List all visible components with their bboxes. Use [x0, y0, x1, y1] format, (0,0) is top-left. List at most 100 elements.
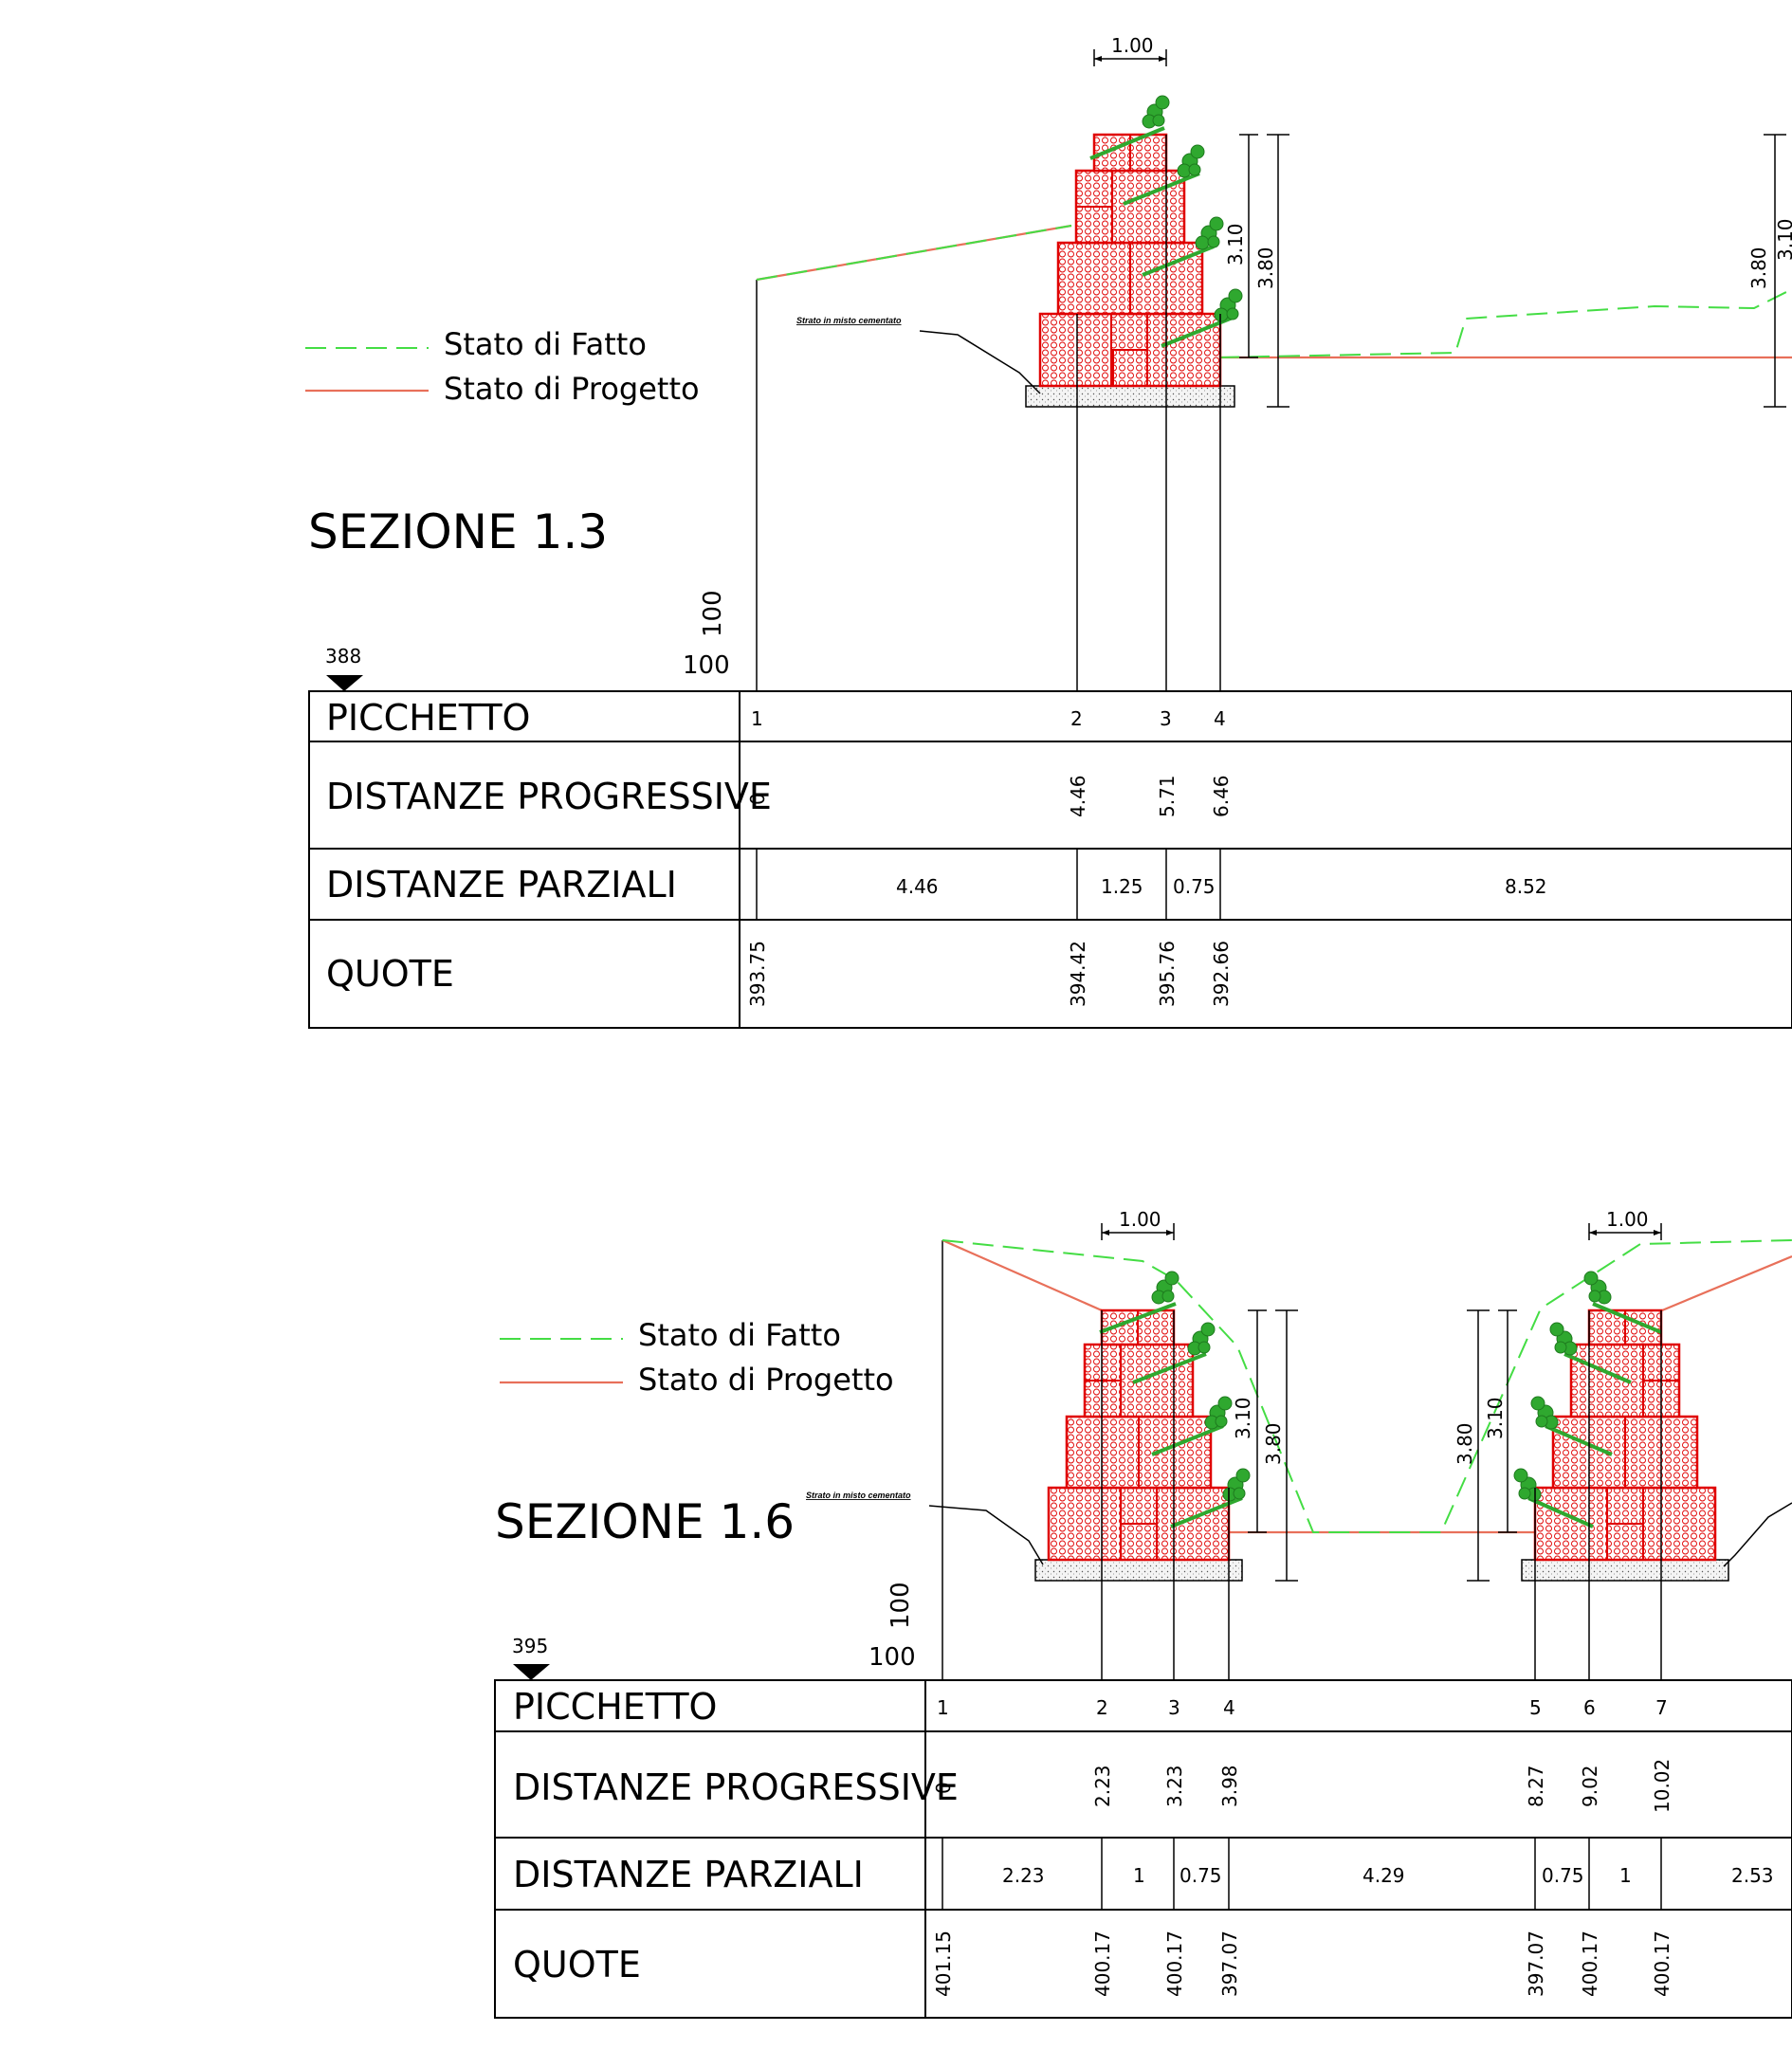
- parziale-value: 0.75: [1173, 875, 1216, 898]
- svg-text:3.80: 3.80: [1262, 1422, 1285, 1465]
- row-label-parziali: DISTANZE PARZIALI: [513, 1854, 864, 1895]
- picchetto-value: 1: [937, 1696, 949, 1719]
- progetto-profile-right: [1661, 1254, 1792, 1312]
- quota-value: 394.42: [1067, 941, 1089, 1007]
- scale-vertical: 100: [699, 590, 727, 637]
- concrete-base-slab-right: [1521, 1559, 1729, 1582]
- height-dimensions-left: 3.10 3.80: [1232, 1309, 1298, 1582]
- progressive-value: 3.23: [1163, 1765, 1186, 1807]
- layer-note: Strato in misto cementato: [806, 1491, 911, 1500]
- parziale-value: 4.46: [896, 875, 939, 898]
- quota-value: 397.07: [1525, 1931, 1547, 1997]
- legend-progetto-label: Stato di Progetto: [444, 371, 700, 407]
- svg-text:3.10: 3.10: [1484, 1397, 1507, 1439]
- parziale-value: 0.75: [1542, 1864, 1584, 1887]
- picchetto-value: 2: [1070, 707, 1083, 730]
- concrete-base-slab-left: [1034, 1559, 1243, 1582]
- svg-text:3.10: 3.10: [1774, 218, 1792, 261]
- quota-value: 400.17: [1163, 1931, 1186, 1997]
- parziale-value: 8.52: [1505, 875, 1547, 898]
- row-label-progressive: DISTANZE PROGRESSIVE: [513, 1766, 959, 1808]
- picchetto-value: 3: [1160, 707, 1172, 730]
- layer-note-leader-right: [1723, 1502, 1792, 1567]
- progressive-value: 0: [746, 793, 769, 805]
- progressive-value: 4.46: [1067, 775, 1089, 817]
- row-label-picchetto: PICCHETTO: [513, 1686, 717, 1728]
- picchetto-value: 4: [1214, 707, 1226, 730]
- progressive-value: 8.27: [1525, 1765, 1547, 1807]
- progetto-profile-left: [942, 1238, 1103, 1312]
- section-title: SEZIONE 1.6: [495, 1494, 795, 1549]
- parziale-value: 1: [1133, 1864, 1145, 1887]
- legend-fatto-label: Stato di Fatto: [638, 1317, 841, 1353]
- quota-value: 397.07: [1218, 1931, 1241, 1997]
- datum-elevation: 395: [512, 1635, 548, 1657]
- legend-progetto-label: Stato di Progetto: [638, 1362, 894, 1398]
- row-label-picchetto: PICCHETTO: [326, 697, 530, 739]
- row-label-parziali: DISTANZE PARZIALI: [326, 864, 677, 906]
- section-1-3: Stato di Fatto Stato di Progetto SEZIONE…: [305, 34, 1792, 1029]
- data-table: PICCHETTO DISTANZE PROGRESSIVE DISTANZE …: [308, 690, 1792, 1029]
- svg-text:1.00: 1.00: [1119, 1208, 1161, 1231]
- progressive-value: 10.02: [1651, 1759, 1673, 1813]
- section-1-6: Stato di Fatto Stato di Progetto SEZIONE…: [494, 1208, 1792, 2019]
- progressive-value: 3.98: [1218, 1765, 1241, 1807]
- datum-elevation: 388: [325, 645, 361, 668]
- picchetto-value: 7: [1655, 1696, 1668, 1719]
- concrete-base-slab: [1025, 385, 1235, 408]
- layer-note: Strato in misto cementato: [796, 316, 902, 325]
- datum-triangle-icon: [326, 675, 363, 691]
- parziale-value: 2.53: [1731, 1864, 1774, 1887]
- parziale-value: 4.29: [1362, 1864, 1405, 1887]
- row-label-progressive: DISTANZE PROGRESSIVE: [326, 776, 772, 817]
- fatto-profile-right: [1217, 288, 1792, 358]
- progressive-value: 5.71: [1156, 775, 1179, 817]
- svg-text:1.00: 1.00: [1606, 1208, 1649, 1231]
- section-title: SEZIONE 1.3: [308, 504, 608, 559]
- datum-triangle-icon: [513, 1664, 550, 1680]
- width-dimension-right: 1.00: [1588, 1208, 1662, 1240]
- svg-text:3.10: 3.10: [1232, 1397, 1254, 1439]
- legend-fatto-label: Stato di Fatto: [444, 326, 647, 362]
- quota-value: 392.66: [1210, 941, 1233, 1007]
- svg-text:3.80: 3.80: [1254, 247, 1277, 289]
- progressive-value: 0: [932, 1782, 955, 1794]
- fatto-profile-left: [756, 225, 1072, 281]
- svg-text:3.10: 3.10: [1224, 223, 1247, 265]
- width-dimension-left: 1.00: [1101, 1208, 1175, 1240]
- quota-value: 401.15: [932, 1931, 955, 1997]
- picchetto-value: 4: [1223, 1696, 1235, 1719]
- progressive-value: 6.46: [1210, 775, 1233, 817]
- picchetto-value: 3: [1168, 1696, 1180, 1719]
- svg-text:1.00: 1.00: [1111, 34, 1154, 57]
- progressive-value: 9.02: [1579, 1765, 1601, 1807]
- height-dimensions: 3.10 3.80 3.80 3.10: [1224, 134, 1792, 408]
- parziale-value: 2.23: [1002, 1864, 1045, 1887]
- scale-vertical: 100: [887, 1582, 915, 1629]
- parziale-value: 1: [1619, 1864, 1632, 1887]
- quota-value: 400.17: [1651, 1931, 1673, 1997]
- quota-value: 395.76: [1156, 941, 1179, 1007]
- data-table: PICCHETTO DISTANZE PROGRESSIVE DISTANZE …: [494, 1679, 1792, 2019]
- vegetation-icon: [1099, 1271, 1662, 1528]
- scale-horizontal: 100: [683, 651, 730, 680]
- gabion-wall: [1038, 133, 1222, 388]
- parziale-value: 0.75: [1179, 1864, 1222, 1887]
- layer-note-leader: [928, 1505, 1044, 1565]
- scale-horizontal: 100: [869, 1643, 916, 1672]
- svg-text:3.80: 3.80: [1454, 1422, 1476, 1465]
- quota-value: 393.75: [746, 941, 769, 1007]
- width-dimension: 1.00: [1093, 34, 1167, 66]
- row-label-quote: QUOTE: [326, 953, 454, 995]
- picchetto-value: 6: [1583, 1696, 1596, 1719]
- height-dimensions-right: 3.10 3.80: [1454, 1309, 1517, 1582]
- picchetto-value: 5: [1529, 1696, 1542, 1719]
- quota-value: 400.17: [1091, 1931, 1114, 1997]
- layer-note-leader: [919, 330, 1041, 394]
- fatto-profile: [942, 1239, 1792, 1533]
- row-label-quote: QUOTE: [513, 1944, 641, 1986]
- picchetto-value: 1: [751, 707, 763, 730]
- progressive-value: 2.23: [1091, 1765, 1114, 1807]
- picchetto-value: 2: [1096, 1696, 1108, 1719]
